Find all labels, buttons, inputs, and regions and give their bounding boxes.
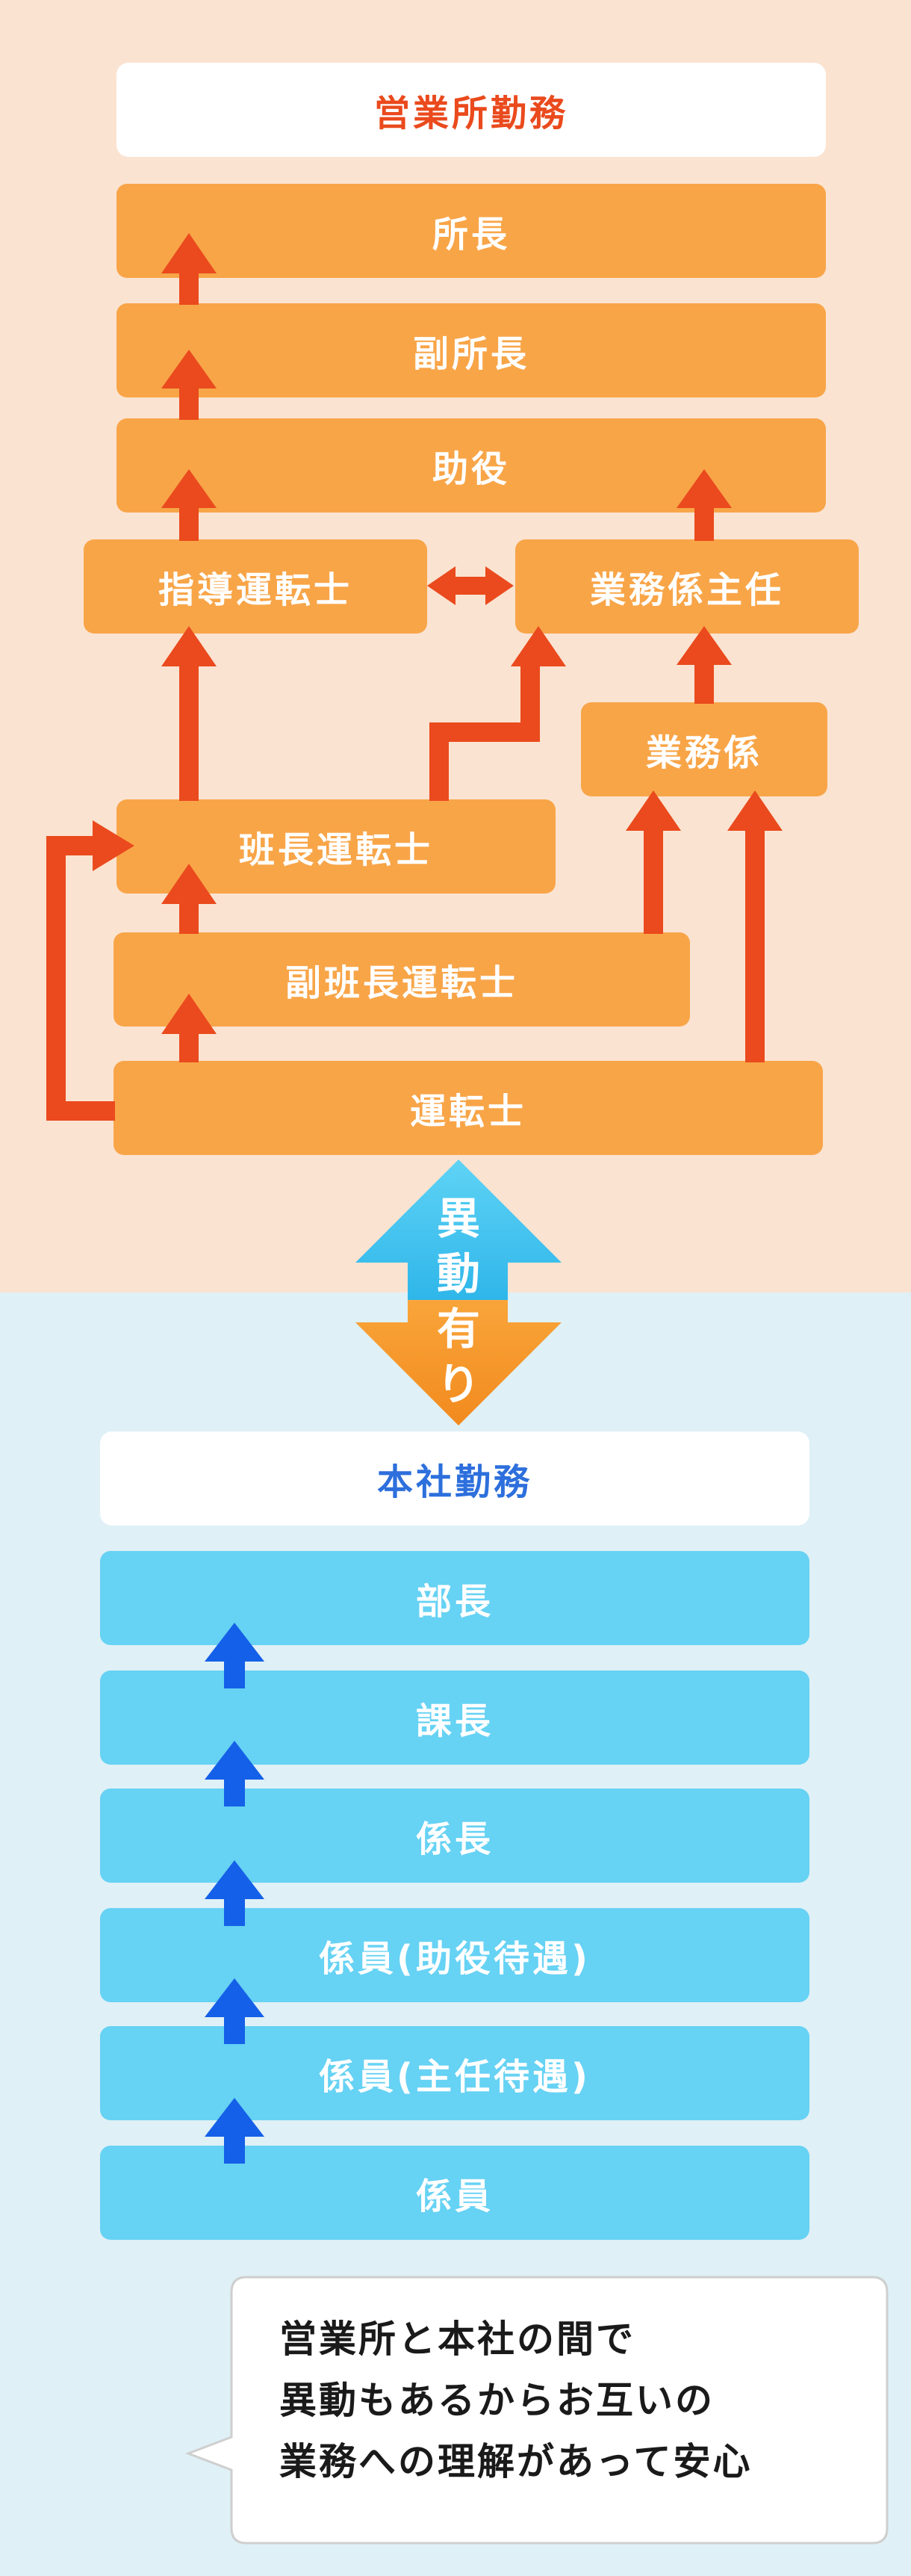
arrowhead-shido-to-joyaku <box>161 469 217 508</box>
arrow-shaft-joyaku-to-fuku-shocho <box>179 387 199 420</box>
arrow-shaft-kakaricho-to-kacho <box>224 1777 245 1806</box>
arrow-shaft-untenshi-to-gyomu <box>745 829 765 1062</box>
arrowhead-hancho-to-shido <box>161 626 217 666</box>
arrow-shaft-fuku-hancho-to-hancho <box>179 901 199 934</box>
transfer-char: 有 <box>436 1304 480 1354</box>
arrowhead-kacho-to-bucho <box>205 1623 264 1662</box>
box-shocho: 所長 <box>116 184 826 278</box>
box-fuku-hancho-untenshi: 副班長運転士 <box>114 932 690 1027</box>
transfer-char: り <box>436 1359 480 1410</box>
office-header: 営業所勤務 <box>116 63 826 157</box>
arrow-shaft-gyomu-shunin-to-joyaku <box>694 502 714 541</box>
arrowhead-untenshi-to-gyomu <box>727 790 783 831</box>
speech-bubble <box>184 2276 889 2545</box>
arrow-elbow-hancho-to-gyomu-shunin <box>429 657 540 801</box>
arrowhead-hancho-to-gyomu-shunin <box>511 626 566 666</box>
hq-header: 本社勤務 <box>100 1431 809 1526</box>
bubble-line: 異動もあるからお互いの <box>279 2379 715 2422</box>
arrow-shaft-shido-to-joyaku <box>179 502 199 541</box>
transfer-char: 動 <box>436 1248 480 1299</box>
arrow-shaft-kakariin-to-shunin-taigu <box>224 2134 245 2164</box>
arrowhead-joyaku-to-fuku-shocho <box>161 350 217 388</box>
box-gyomu: 業務係 <box>581 702 827 796</box>
speech-bubble-text: 営業所と本社の間で 異動もあるからお互いの 業務への理解があって安心 <box>279 2309 877 2492</box>
arrowhead-fuku-hancho-to-gyomu <box>626 790 681 831</box>
arrow-shaft-kacho-to-bucho <box>224 1659 245 1688</box>
arrowhead-fuku-shocho-to-shocho <box>161 233 217 273</box>
box-kakariin-shunin-taigu: 係員(主任待遇) <box>100 2026 809 2120</box>
transfer-arrow-down <box>355 1300 562 1425</box>
box-kakariin: 係員 <box>100 2146 809 2240</box>
arrowhead-kakariin-to-shunin-taigu <box>205 2098 264 2137</box>
box-kacho: 課長 <box>100 1671 809 1765</box>
bubble-line: 業務への理解があって安心 <box>279 2440 753 2483</box>
arrowhead-gyomu-shunin-to-joyaku <box>677 469 732 508</box>
arrow-shaft-fuku-shocho-to-shocho <box>179 267 199 305</box>
transfer-char: 異 <box>436 1193 480 1244</box>
box-shido-untenshi: 指導運転士 <box>84 539 427 634</box>
bubble-line: 営業所と本社の間で <box>279 2318 635 2361</box>
arrowhead-untenshi-to-fuku-hancho <box>161 994 217 1034</box>
arrow-shaft-untenshi-to-fuku-hancho <box>179 1031 199 1062</box>
box-kakaricho: 係長 <box>100 1789 809 1883</box>
box-untenshi: 運転士 <box>114 1061 823 1155</box>
arrow-shaft-shunin-taigu-to-joyaku-taigu <box>224 2014 245 2044</box>
arrowhead-shunin-taigu-to-joyaku-taigu <box>205 1978 264 2017</box>
transfer-arrow-up <box>355 1159 562 1300</box>
arrowhead-joyaku-taigu-to-kakaricho <box>205 1860 264 1899</box>
box-kakariin-joyaku-taigu: 係員(助役待遇) <box>100 1908 809 2002</box>
arrowhead-kakaricho-to-kacho <box>205 1741 264 1780</box>
arrowhead-gyomu-to-gyomu-shunin <box>677 626 732 665</box>
arrow-shaft-hancho-to-shido <box>179 657 199 801</box>
arrow-bracket-untenshi-to-hancho <box>46 836 115 1121</box>
box-hancho-untenshi: 班長運転士 <box>116 799 556 894</box>
arrowhead-untenshi-to-hancho <box>93 820 134 871</box>
box-bucho: 部長 <box>100 1551 809 1645</box>
arrow-shaft-joyaku-taigu-to-kakaricho <box>224 1896 245 1926</box>
box-gyomu-shunin: 業務係主任 <box>515 539 859 634</box>
box-fuku-shocho: 副所長 <box>116 303 826 397</box>
double-arrow-shido-gyomu-shunin <box>427 566 514 605</box>
arrow-shaft-fuku-hancho-to-gyomu <box>644 829 663 934</box>
arrowhead-fuku-hancho-to-hancho <box>161 864 217 904</box>
transfer-label: 異 動 有 り <box>432 1191 485 1412</box>
